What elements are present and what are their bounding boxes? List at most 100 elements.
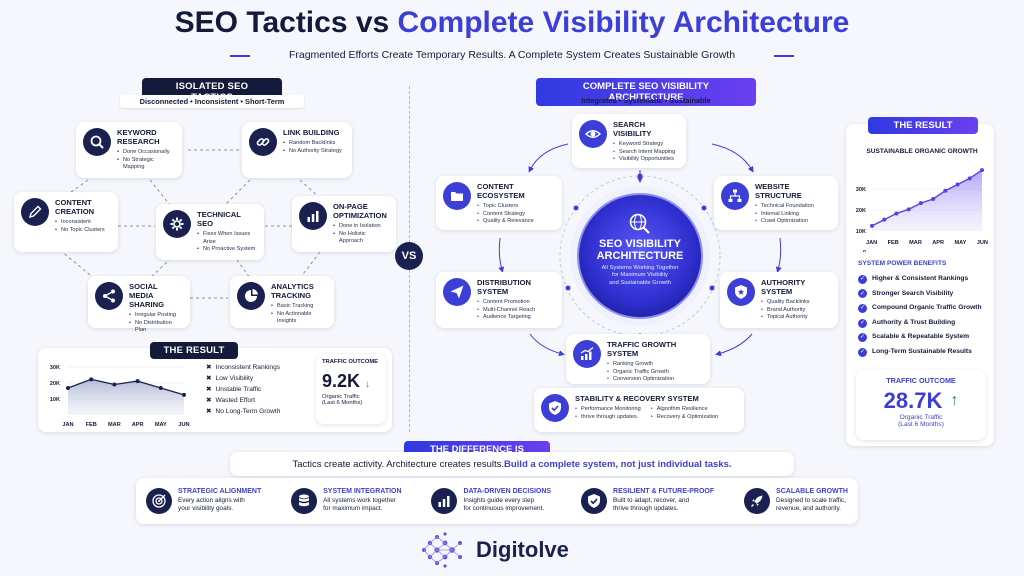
- check-icon: ✓: [858, 347, 867, 357]
- architecture-badge: COMPLETE SEO VISIBILITY ARCHITECTURE: [536, 78, 756, 106]
- node-title: CONTENT ECOSYSTEM: [477, 182, 525, 200]
- tactic-on-page-optimization: ON-PAGE OPTIMIZATION Done in Isolation N…: [292, 196, 396, 252]
- traffic-note: (Last 6 Months): [322, 400, 363, 406]
- node-title: TRAFFIC GROWTH SYSTEM: [607, 340, 677, 358]
- result-item: ✖Inconsistent Rankings: [206, 364, 281, 371]
- subtitle-rule-right: [774, 55, 794, 57]
- architecture-orbit: [498, 143, 782, 357]
- system-traffic-growth: TRAFFIC GROWTH SYSTEM Ranking Growth Org…: [566, 334, 710, 384]
- page-title: SEO Tactics vs Complete Visibility Archi…: [0, 6, 1024, 40]
- page-subtitle: Fragmented Efforts Create Temporary Resu…: [288, 49, 736, 61]
- data-point: [967, 176, 972, 181]
- tactic-technical-seo: TECHNICAL SEO Fixes When Issues Arise No…: [156, 204, 264, 260]
- data-point: [894, 211, 899, 216]
- benefit-item: ✓Authority & Trust Building: [858, 318, 956, 328]
- system-search-visibility: SEARCH VISIBILITY Keyword Strategy Searc…: [572, 114, 686, 168]
- node-bullet: Crawl Optimization: [755, 218, 831, 226]
- node-title: ANALYTICS TRACKING: [271, 282, 314, 300]
- architecture-result-badge: THE RESULT: [868, 117, 978, 134]
- tactics-result-list: ✖Inconsistent Rankings ✖Low Visibility ✖…: [206, 362, 312, 417]
- node-bullet: Organic Traffic Growth: [607, 369, 703, 377]
- node-title: KEYWORD RESEARCH: [117, 128, 160, 146]
- data-point: [870, 223, 874, 228]
- folder-icon: [443, 182, 471, 210]
- x-tick: JUN: [178, 422, 189, 428]
- benefit-desc: Built to adapt, recover, and: [613, 497, 690, 504]
- system-content-ecosystem: CONTENT ECOSYSTEM Topic Clusters Content…: [436, 176, 562, 230]
- shield-star-icon: [727, 278, 755, 306]
- node-bullet: No Distribution Plan: [129, 320, 183, 335]
- benefit-desc: your visibility goals.: [178, 505, 234, 513]
- node-title: ON-PAGE OPTIMIZATION: [333, 202, 387, 220]
- x-tick: APR: [932, 240, 945, 246]
- node-bullet: Performance Monitoring: [575, 406, 641, 414]
- node-bullet: No Topic Clusters: [55, 227, 111, 235]
- benefit-desc: All systems work together: [323, 497, 396, 504]
- database-icon: [291, 488, 318, 514]
- benefit-title: SYSTEM INTEGRATION: [323, 488, 402, 495]
- y-tick: 30K: [50, 365, 60, 371]
- tactics-traffic-outcome: TRAFFIC OUTCOME 9.2K ↓ Organic Traffic (…: [316, 354, 386, 424]
- vs-badge: VS: [395, 242, 423, 270]
- core-title: SEO VISIBILITY: [599, 238, 681, 250]
- brand-name: Digitolve: [476, 537, 569, 562]
- arrow-up-icon: ↑: [950, 392, 959, 409]
- node-bullet: No Actionable Insights: [271, 311, 327, 326]
- system-distribution: DISTRIBUTION SYSTEM Content Promotion Mu…: [436, 272, 562, 328]
- node-title: WEBSITE STRUCTURE: [755, 182, 802, 200]
- node-bullet: thrive through updates.: [575, 414, 641, 422]
- x-tick: JUN: [976, 240, 988, 246]
- node-bullet: Conversion Optimization: [607, 376, 703, 384]
- node-title: SEARCH VISIBILITY: [613, 120, 652, 138]
- subtitle-rule-left: [230, 55, 250, 57]
- node-bullet: Fixes When Issues Arise: [197, 231, 257, 246]
- node-bullet: Search Intent Mapping: [613, 149, 679, 157]
- benefit-title: SCALABLE GROWTH: [776, 488, 848, 495]
- architecture-core: SEO VISIBILITY ARCHITECTURE All Systems …: [588, 212, 692, 287]
- x-tick: JAN: [62, 422, 73, 428]
- architecture-tagline: Integrated • Systematic • Sustainable: [581, 96, 711, 105]
- pencil-icon: [21, 198, 49, 226]
- y-tick: 10K: [50, 397, 60, 403]
- isolated-tagline: Disconnected • Inconsistent • Short-Term: [120, 95, 304, 108]
- shield-check-icon: [541, 394, 569, 422]
- benefit-title: RESILIENT & FUTURE-PROOF: [613, 488, 715, 495]
- title-part-2: Complete Visibility Architecture: [397, 6, 850, 39]
- data-point: [135, 379, 140, 384]
- node-bullet: Audience Targeting: [477, 314, 555, 322]
- y-tick: 20K: [50, 381, 60, 387]
- y-tick: 0: [863, 250, 866, 252]
- gear-icon: [163, 210, 191, 238]
- node-bullet: Multi-Channel Reach: [477, 307, 555, 315]
- traffic-outcome-label: TRAFFIC OUTCOME: [322, 359, 379, 365]
- growth-traffic-chart: 30K 20K 10K 0: [856, 168, 984, 252]
- benefit-desc: for continuous improvement.: [463, 505, 545, 513]
- data-point: [66, 386, 70, 390]
- benefit-desc: for maximum impact.: [323, 505, 383, 513]
- tactic-content-creation: CONTENT CREATION Inconsistent No Topic C…: [14, 192, 118, 252]
- check-icon: ✓: [858, 289, 867, 299]
- x-tick: MAR: [108, 422, 121, 428]
- data-point: [158, 386, 163, 390]
- benefit-scalable-growth: SCALABLE GROWTH Designed to scale traffi…: [744, 488, 848, 514]
- system-website-structure: WEBSITE STRUCTURE Technical Foundation I…: [714, 176, 838, 230]
- result-item: ✖Unstable Traffic: [206, 386, 262, 393]
- check-icon: ✓: [858, 318, 867, 328]
- magnifier-icon: [83, 128, 111, 156]
- data-point: [918, 201, 923, 206]
- node-bullet: Brand Authority: [761, 307, 831, 315]
- node-bullet: Content Promotion: [477, 299, 555, 307]
- tactic-link-building: LINK BUILDING Random Backlinks No Author…: [242, 122, 352, 178]
- node-bullet: Done in Isolation: [333, 223, 389, 231]
- core-title: ARCHITECTURE: [596, 250, 684, 262]
- benefit-desc: Designed to scale traffic,: [776, 497, 846, 504]
- benefits-list: ✓Higher & Consistent Rankings ✓Stronger …: [858, 272, 992, 360]
- difference-statement: Tactics create activity. Architecture cr…: [230, 452, 794, 476]
- node-bullet: Internal Linking: [755, 211, 831, 219]
- benefit-strategic-alignment: STRATEGIC ALIGNMENT Every action aligns …: [146, 488, 261, 514]
- arrow-down-icon: ↓: [365, 379, 371, 390]
- traffic-note: Organic Traffic: [899, 414, 943, 421]
- growth-chart-title: SUSTAINABLE ORGANIC GROWTH: [866, 148, 978, 155]
